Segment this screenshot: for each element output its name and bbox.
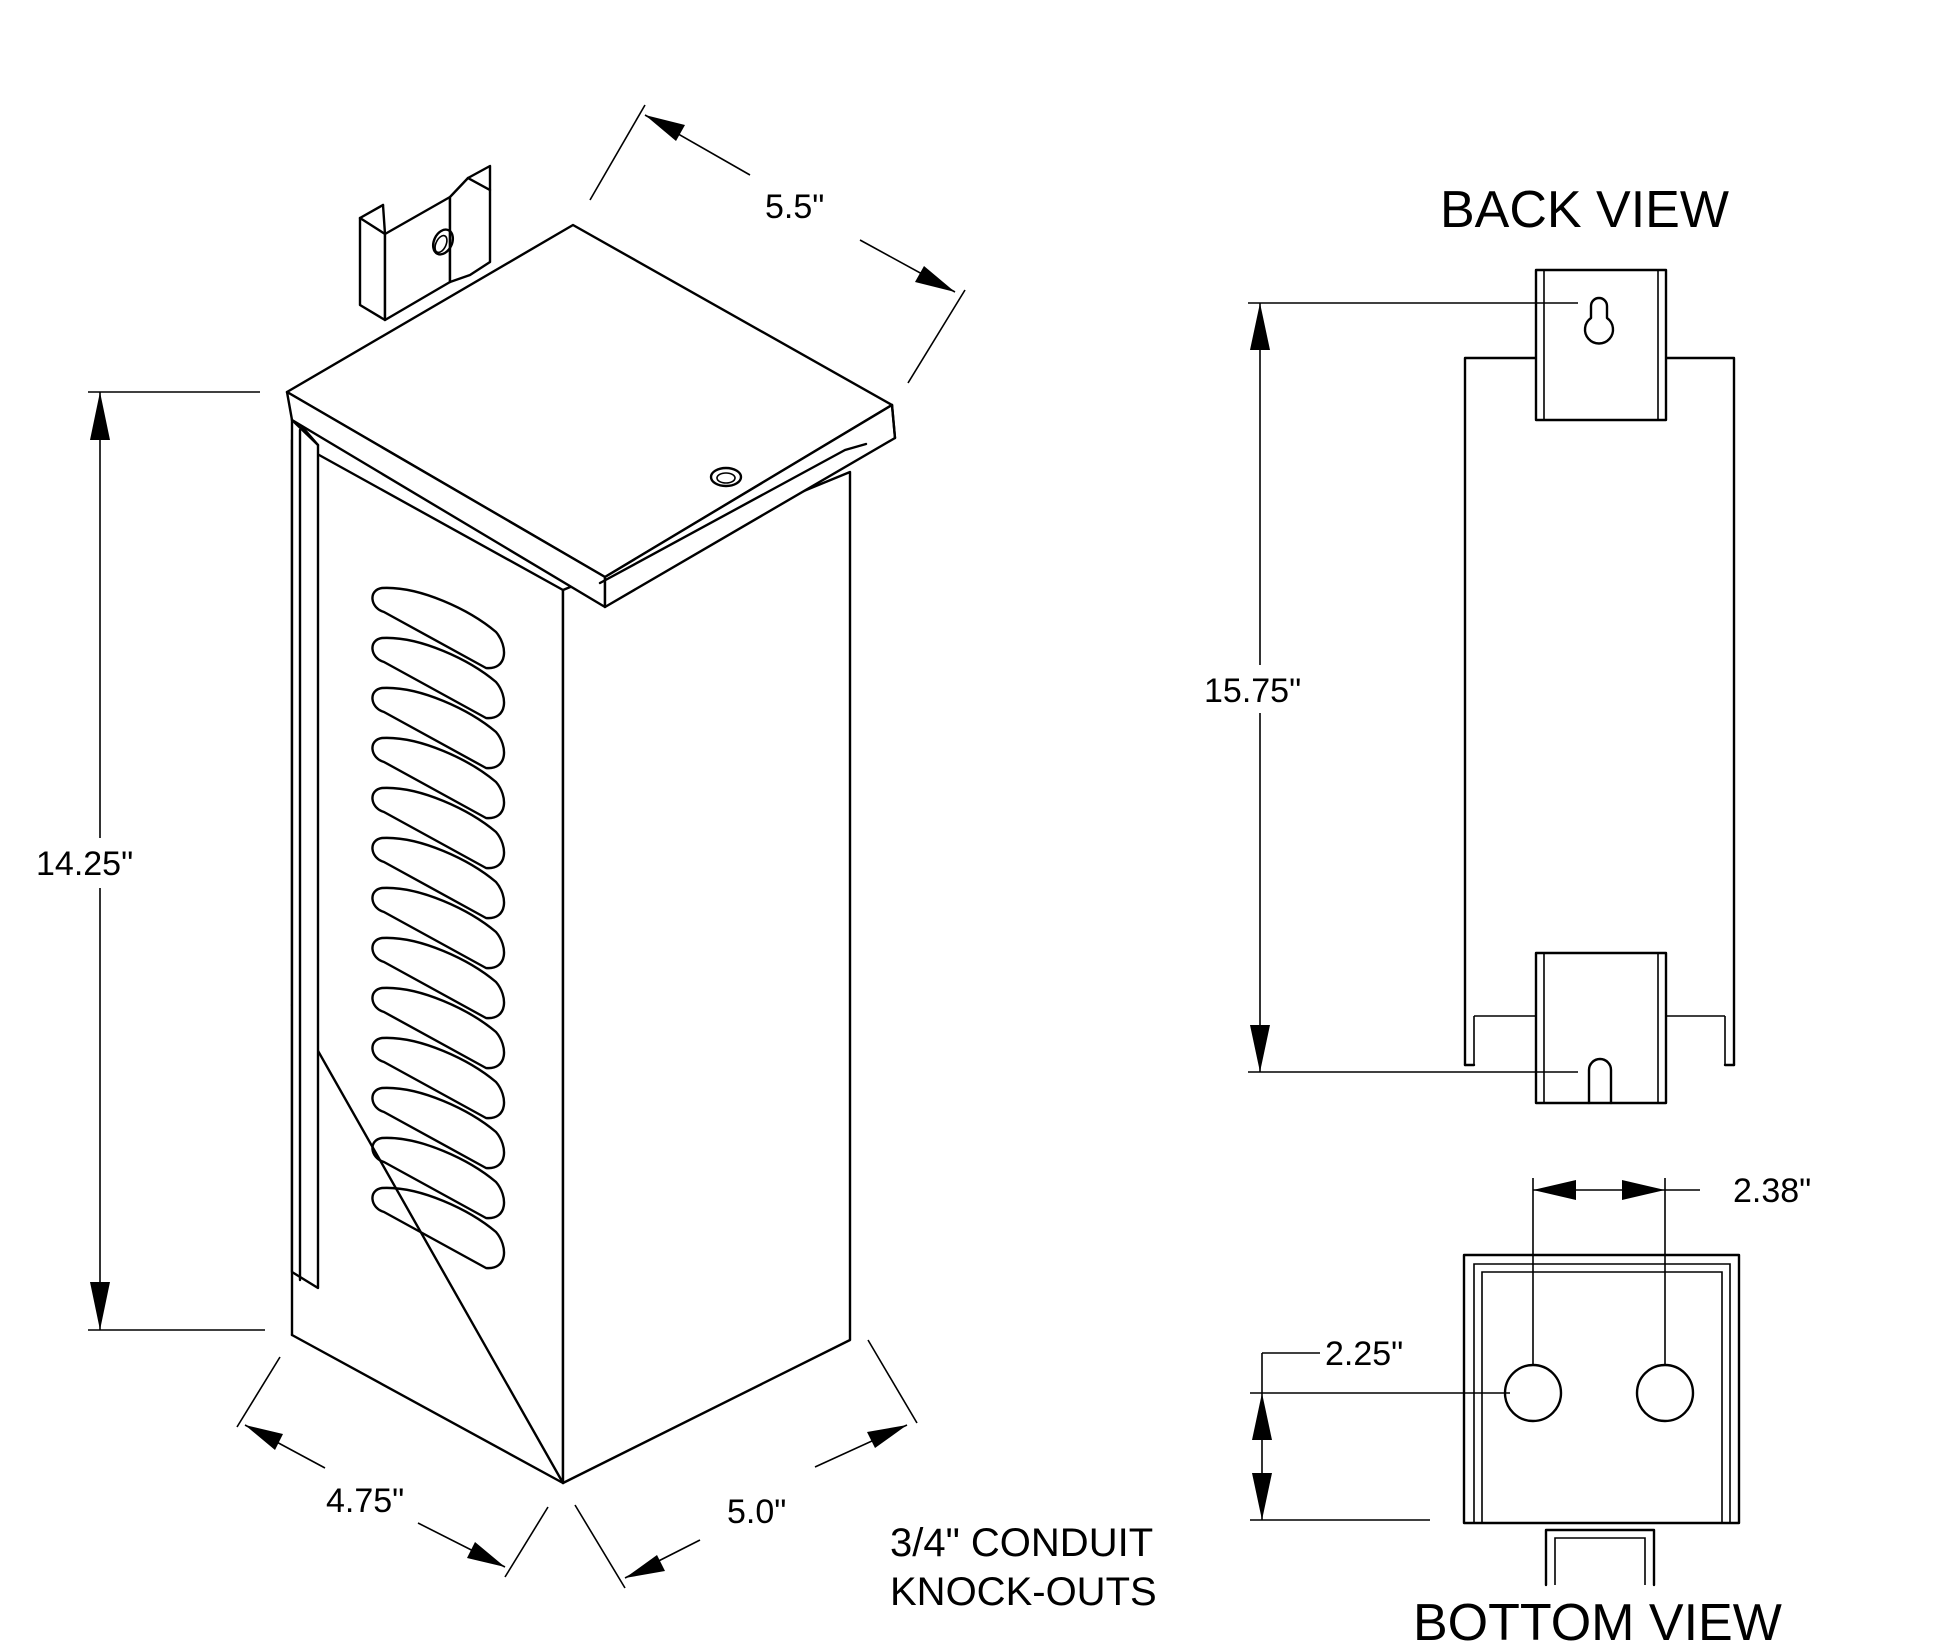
louver-slot (371, 1036, 506, 1120)
dimension-hole-spacing-label: 2.38" (1733, 1172, 1811, 1210)
dimension-width-left-label: 4.75" (326, 1482, 404, 1520)
dimension-hole-spacing: 2.38" (1532, 1172, 1811, 1365)
dimension-hole-offset-label: 2.25" (1325, 1335, 1403, 1373)
louver-slot (371, 936, 506, 1020)
dimension-height: 14.25" (30, 391, 265, 1331)
back-bottom-bracket (1534, 951, 1668, 1105)
louver-slot (371, 636, 506, 720)
louver-slot (371, 786, 506, 870)
louver-slot (371, 886, 506, 970)
louver-slot (371, 1086, 506, 1170)
lid-screw-hole (709, 466, 743, 488)
back-view-title: BACK VIEW (1440, 181, 1729, 239)
dimension-width-left: 4.75" (236, 1356, 549, 1578)
conduit-note-line2: KNOCK-OUTS (890, 1570, 1157, 1614)
back-view: BACK VIEW 15.75" (1198, 181, 1736, 1105)
dimension-width-right-label: 5.0" (727, 1493, 786, 1531)
back-top-bracket (1534, 268, 1668, 422)
conduit-note-line1: 3/4" CONDUIT (890, 1521, 1153, 1565)
top-mounting-bracket (358, 164, 492, 322)
dimension-back-height: 15.75" (1198, 302, 1578, 1073)
dimension-depth-top-label: 5.5" (765, 188, 824, 226)
dimension-hole-offset: 2.25" (1250, 1335, 1510, 1521)
louver-slot (371, 986, 506, 1070)
louver-slot (371, 836, 506, 920)
louver-slot (371, 1186, 506, 1270)
isometric-view: 5.5" 14.25" 4.75" (30, 104, 966, 1589)
enclosure-right-face (561, 470, 852, 1485)
dimension-back-height-label: 15.75" (1204, 672, 1301, 710)
keyhole-icon (1583, 296, 1615, 345)
side-channel (290, 413, 320, 1290)
bottom-view: 2.38" 2.25" BOTTOM VIEW (1250, 1172, 1811, 1645)
louver-slot (371, 1136, 506, 1220)
enclosure-left-face (290, 438, 565, 1485)
louver-slot (371, 736, 506, 820)
bottom-view-title: BOTTOM VIEW (1413, 1594, 1782, 1645)
louver-slot (371, 586, 506, 670)
louver-slot (371, 686, 506, 770)
slot-icon (1587, 1057, 1613, 1105)
dimension-height-label: 14.25" (36, 845, 133, 883)
bottom-bracket (1544, 1528, 1656, 1587)
dimension-depth-top: 5.5" (589, 104, 966, 384)
dimension-width-right: 5.0" (574, 1339, 918, 1589)
ventilation-louvers (371, 586, 506, 1270)
